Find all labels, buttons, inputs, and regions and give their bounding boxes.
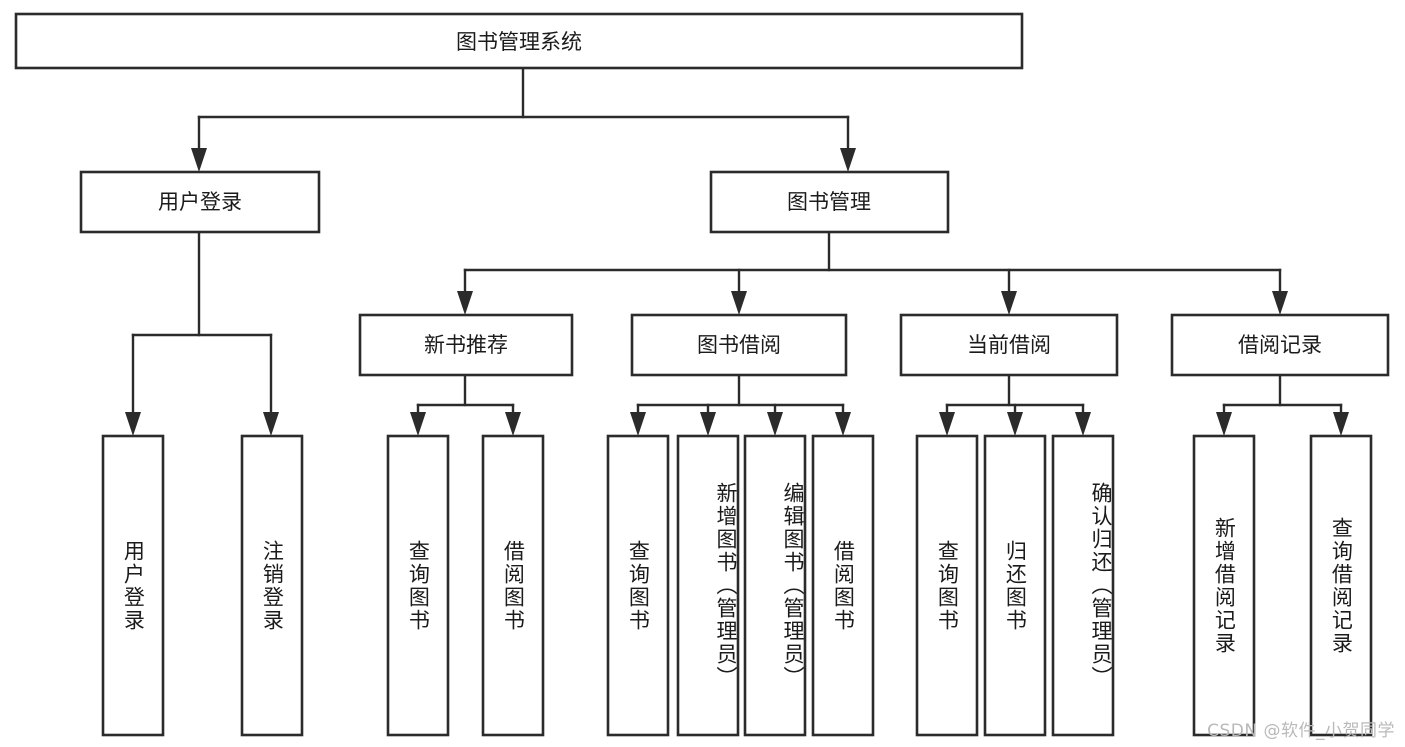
leaf-box-add-book[interactable] [676, 434, 740, 737]
arrow-head-icon [1333, 412, 1349, 436]
arrow-head-icon [1007, 412, 1023, 436]
arrow-head-icon [840, 148, 856, 172]
leaf-label-add-book: 新增图书（管理员） [714, 482, 738, 689]
leaf-box-edit-book[interactable] [743, 434, 807, 737]
connector-borrowrecord-to-leaves [1216, 373, 1349, 436]
leaf-label-query-record: 查询借阅记录 [1329, 516, 1354, 655]
node-root[interactable]: 图书管理系统 [14, 12, 1024, 70]
arrow-head-icon [1001, 291, 1017, 315]
arrow-head-icon [767, 412, 783, 436]
leaf-box-user-login[interactable] [101, 434, 165, 737]
leaf-box-confirm-return[interactable] [1051, 434, 1115, 737]
leaf-label-add-record: 新增借阅记录 [1212, 516, 1237, 655]
leaf-box-add-record[interactable] [1192, 434, 1256, 737]
leaf-label-user-login: 用户登录 [121, 539, 146, 632]
leaf-box-query-record[interactable] [1309, 434, 1373, 737]
leaf-box-query-book-3[interactable] [915, 434, 979, 737]
arrow-head-icon [191, 148, 207, 172]
leaf-box-borrow-book-1[interactable] [481, 434, 545, 737]
arrow-head-icon [263, 412, 279, 436]
arrow-head-icon [731, 291, 747, 315]
node-book-borrow-label: 图书借阅 [697, 333, 781, 357]
arrow-head-icon [1075, 412, 1091, 436]
arrow-head-icon [1272, 291, 1288, 315]
node-current-borrow[interactable]: 当前借阅 [899, 313, 1119, 377]
leaf-label-query-book-2: 查询图书 [626, 539, 651, 632]
arrow-head-icon [505, 412, 521, 436]
connector-bookmgmt-to-level2 [457, 230, 1288, 315]
connector-root-to-level1 [191, 66, 856, 172]
node-book-borrow[interactable]: 图书借阅 [630, 313, 848, 377]
leaf-label-borrow-book-1: 借阅图书 [501, 539, 526, 632]
arrow-head-icon [700, 412, 716, 436]
leaf-label-query-book-3: 查询图书 [935, 539, 960, 632]
node-user-login[interactable]: 用户登录 [79, 170, 321, 234]
arrow-head-icon [410, 412, 426, 436]
node-borrow-record-label: 借阅记录 [1238, 333, 1322, 357]
arrow-head-icon [835, 412, 851, 436]
leaf-label-edit-book: 编辑图书（管理员） [781, 482, 805, 689]
leaf-box-query-book-1[interactable] [386, 434, 450, 737]
node-current-borrow-label: 当前借阅 [967, 333, 1051, 357]
connector-currentborrow-to-leaves [939, 373, 1091, 436]
node-new-book-recommend[interactable]: 新书推荐 [358, 313, 574, 377]
arrow-head-icon [939, 412, 955, 436]
leaf-box-query-book-2[interactable] [606, 434, 670, 737]
node-root-label: 图书管理系统 [456, 30, 582, 54]
leaf-label-return-book: 归还图书 [1003, 539, 1028, 632]
leaf-box-return-book[interactable] [983, 434, 1047, 737]
leaf-box-logout[interactable] [240, 434, 304, 737]
node-book-management-label: 图书管理 [787, 190, 871, 214]
arrow-head-icon [630, 412, 646, 436]
node-book-management[interactable]: 图书管理 [709, 170, 950, 234]
arrow-head-icon [125, 412, 141, 436]
leaf-label-logout: 注销登录 [260, 539, 285, 632]
leaf-label-confirm-return: 确认归还（管理员） [1089, 482, 1113, 689]
arrow-head-icon [457, 291, 473, 315]
connector-newbook-to-leaves [410, 373, 521, 436]
node-borrow-record[interactable]: 借阅记录 [1170, 313, 1390, 377]
connector-bookborrow-to-leaves [630, 373, 851, 436]
node-user-login-label: 用户登录 [158, 190, 242, 214]
arrow-head-icon [1216, 412, 1232, 436]
leaf-label-borrow-book-2: 借阅图书 [831, 539, 856, 632]
leaf-boxes [101, 434, 1373, 737]
leaf-box-borrow-book-2[interactable] [811, 434, 875, 737]
connector-userlogin-to-leaves [125, 230, 279, 436]
leaf-label-query-book-1: 查询图书 [406, 539, 431, 632]
node-new-book-recommend-label: 新书推荐 [424, 333, 508, 357]
